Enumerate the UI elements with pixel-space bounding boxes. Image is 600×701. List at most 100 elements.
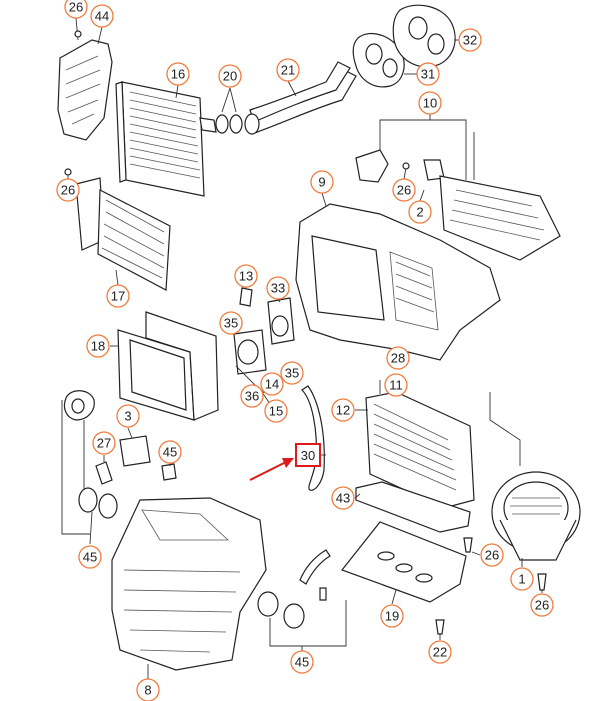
callout-circle xyxy=(234,264,258,288)
callout-number: 3 xyxy=(124,409,131,424)
part-17-evaporator xyxy=(64,168,171,291)
part-13-33-35-valve xyxy=(233,286,295,405)
part-45-gears xyxy=(78,487,118,545)
callout-circle xyxy=(331,486,355,510)
callout-number: 26 xyxy=(485,548,499,563)
callout-number: 26 xyxy=(61,183,75,198)
part-31-32-seals xyxy=(352,4,459,88)
callout-18: 18 xyxy=(86,334,110,358)
callout-circle xyxy=(331,398,355,422)
callout-14: 14 xyxy=(260,372,284,396)
callout-circle xyxy=(266,276,290,300)
callout-20: 20 xyxy=(218,64,242,88)
callout-9: 9 xyxy=(310,170,334,194)
callout-circle xyxy=(158,440,182,464)
callout-circle xyxy=(310,170,334,194)
part-21-pipes xyxy=(244,61,357,135)
callout-26: 26 xyxy=(56,178,80,202)
callout-number: 44 xyxy=(95,9,109,24)
callout-circle xyxy=(166,62,190,86)
callout-3: 3 xyxy=(116,404,140,428)
callout-number: 45 xyxy=(295,655,309,670)
part-20-clamps xyxy=(215,87,243,134)
callout-circle xyxy=(418,91,442,115)
callout-number: 21 xyxy=(281,63,295,78)
part-10-assembly xyxy=(355,114,561,261)
callout-circle xyxy=(290,650,314,674)
callout-number: 15 xyxy=(269,404,283,419)
callout-28: 28 xyxy=(386,346,410,370)
red-arrow xyxy=(249,458,294,481)
part-43-plate xyxy=(354,481,471,533)
callout-number: 16 xyxy=(171,67,185,82)
callout-circle xyxy=(218,64,242,88)
callout-number: 1 xyxy=(518,572,525,587)
callout-26: 26 xyxy=(64,0,88,19)
callout-number: 13 xyxy=(239,269,253,284)
callout-number: 35 xyxy=(224,316,238,331)
callout-number: 45 xyxy=(83,550,97,565)
part-3-27-small-items xyxy=(61,390,177,535)
callout-21: 21 xyxy=(276,58,300,82)
callout-2: 2 xyxy=(408,200,432,224)
callout-27: 27 xyxy=(92,431,116,455)
callout-circle xyxy=(260,372,284,396)
callout-number: 20 xyxy=(223,69,237,84)
callout-circle xyxy=(280,361,304,385)
part-30-hose xyxy=(301,385,326,491)
callout-number: 36 xyxy=(245,389,259,404)
callout-35: 35 xyxy=(280,361,304,385)
callout-19: 19 xyxy=(380,604,404,628)
callout-number: 18 xyxy=(91,339,105,354)
callout-circle xyxy=(90,4,114,28)
callout-number: 26 xyxy=(69,0,83,15)
callout-number: 31 xyxy=(421,67,435,82)
callout-43: 43 xyxy=(331,486,355,510)
part-44-bracket xyxy=(57,17,113,141)
callout-number: 27 xyxy=(97,436,111,451)
callout-circle xyxy=(510,567,534,591)
callout-circle xyxy=(56,178,80,202)
callout-35: 35 xyxy=(219,311,243,335)
callout-circle xyxy=(116,404,140,428)
callout-number: 19 xyxy=(385,609,399,624)
callout-number: 45 xyxy=(163,445,177,460)
callout-circle xyxy=(136,678,160,701)
callout-22: 22 xyxy=(428,640,452,664)
callout-33: 33 xyxy=(266,276,290,300)
callout-11: 11 xyxy=(384,373,408,397)
callout-45: 45 xyxy=(158,440,182,464)
callout-circle xyxy=(64,0,88,19)
callout-circle xyxy=(106,284,130,308)
callout-36: 36 xyxy=(240,384,264,408)
callout-circle xyxy=(78,545,102,569)
callout-45: 45 xyxy=(290,650,314,674)
callout-number: 10 xyxy=(423,96,437,111)
callout-number: 2 xyxy=(416,205,423,220)
callout-circle xyxy=(386,346,410,370)
callout-number: 32 xyxy=(463,33,477,48)
callout-26: 26 xyxy=(392,178,416,202)
part-45-bottom-items xyxy=(257,549,347,651)
callout-number: 28 xyxy=(391,351,405,366)
callout-44: 44 xyxy=(90,4,114,28)
callout-17: 17 xyxy=(106,284,130,308)
callout-circle xyxy=(92,431,116,455)
callout-circle xyxy=(240,384,264,408)
part-16-heater-core xyxy=(115,81,217,197)
callout-number: 17 xyxy=(111,289,125,304)
callout-1: 1 xyxy=(510,567,534,591)
callout-number: 14 xyxy=(265,377,279,392)
callout-circle xyxy=(86,334,110,358)
callout-circle xyxy=(392,178,416,202)
callout-10: 10 xyxy=(418,91,442,115)
callout-circle xyxy=(480,543,504,567)
callout-circle xyxy=(458,28,482,52)
callout-16: 16 xyxy=(166,62,190,86)
highlight-label: 30 xyxy=(301,448,315,463)
callout-26: 26 xyxy=(480,543,504,567)
callout-circle xyxy=(264,399,288,423)
callout-26: 26 xyxy=(530,593,554,617)
callout-8: 8 xyxy=(136,678,160,701)
